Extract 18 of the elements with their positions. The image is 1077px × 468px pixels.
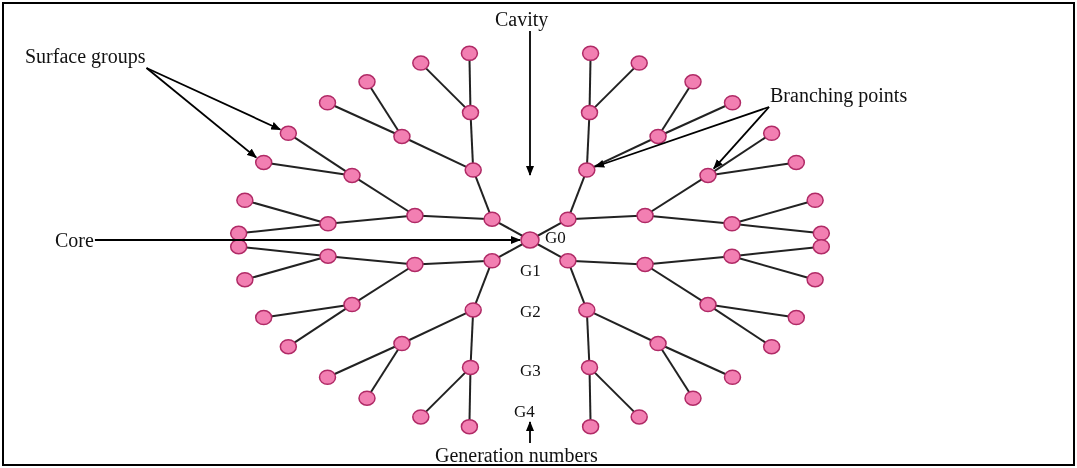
leader-arrow (526, 30, 534, 176)
callout-label: Core (55, 229, 94, 251)
generation-label: G4 (514, 403, 535, 421)
callout-label: Surface groups (25, 45, 146, 67)
leader-arrow (94, 236, 521, 244)
generation-label: G1 (520, 262, 541, 280)
leader-arrow (594, 106, 770, 168)
leader-arrow (526, 421, 534, 444)
core-circle (520, 231, 540, 249)
generation-label: G0 (545, 229, 566, 247)
callout-label: Branching points (770, 84, 908, 106)
generation-label: G3 (520, 362, 541, 380)
leader-arrow (712, 106, 770, 170)
generation-label: G2 (520, 303, 541, 321)
callout-label: Generation numbers (435, 444, 598, 466)
leader-arrow (145, 67, 282, 131)
callout-label: Cavity (495, 8, 549, 30)
leader-arrow (145, 67, 258, 159)
